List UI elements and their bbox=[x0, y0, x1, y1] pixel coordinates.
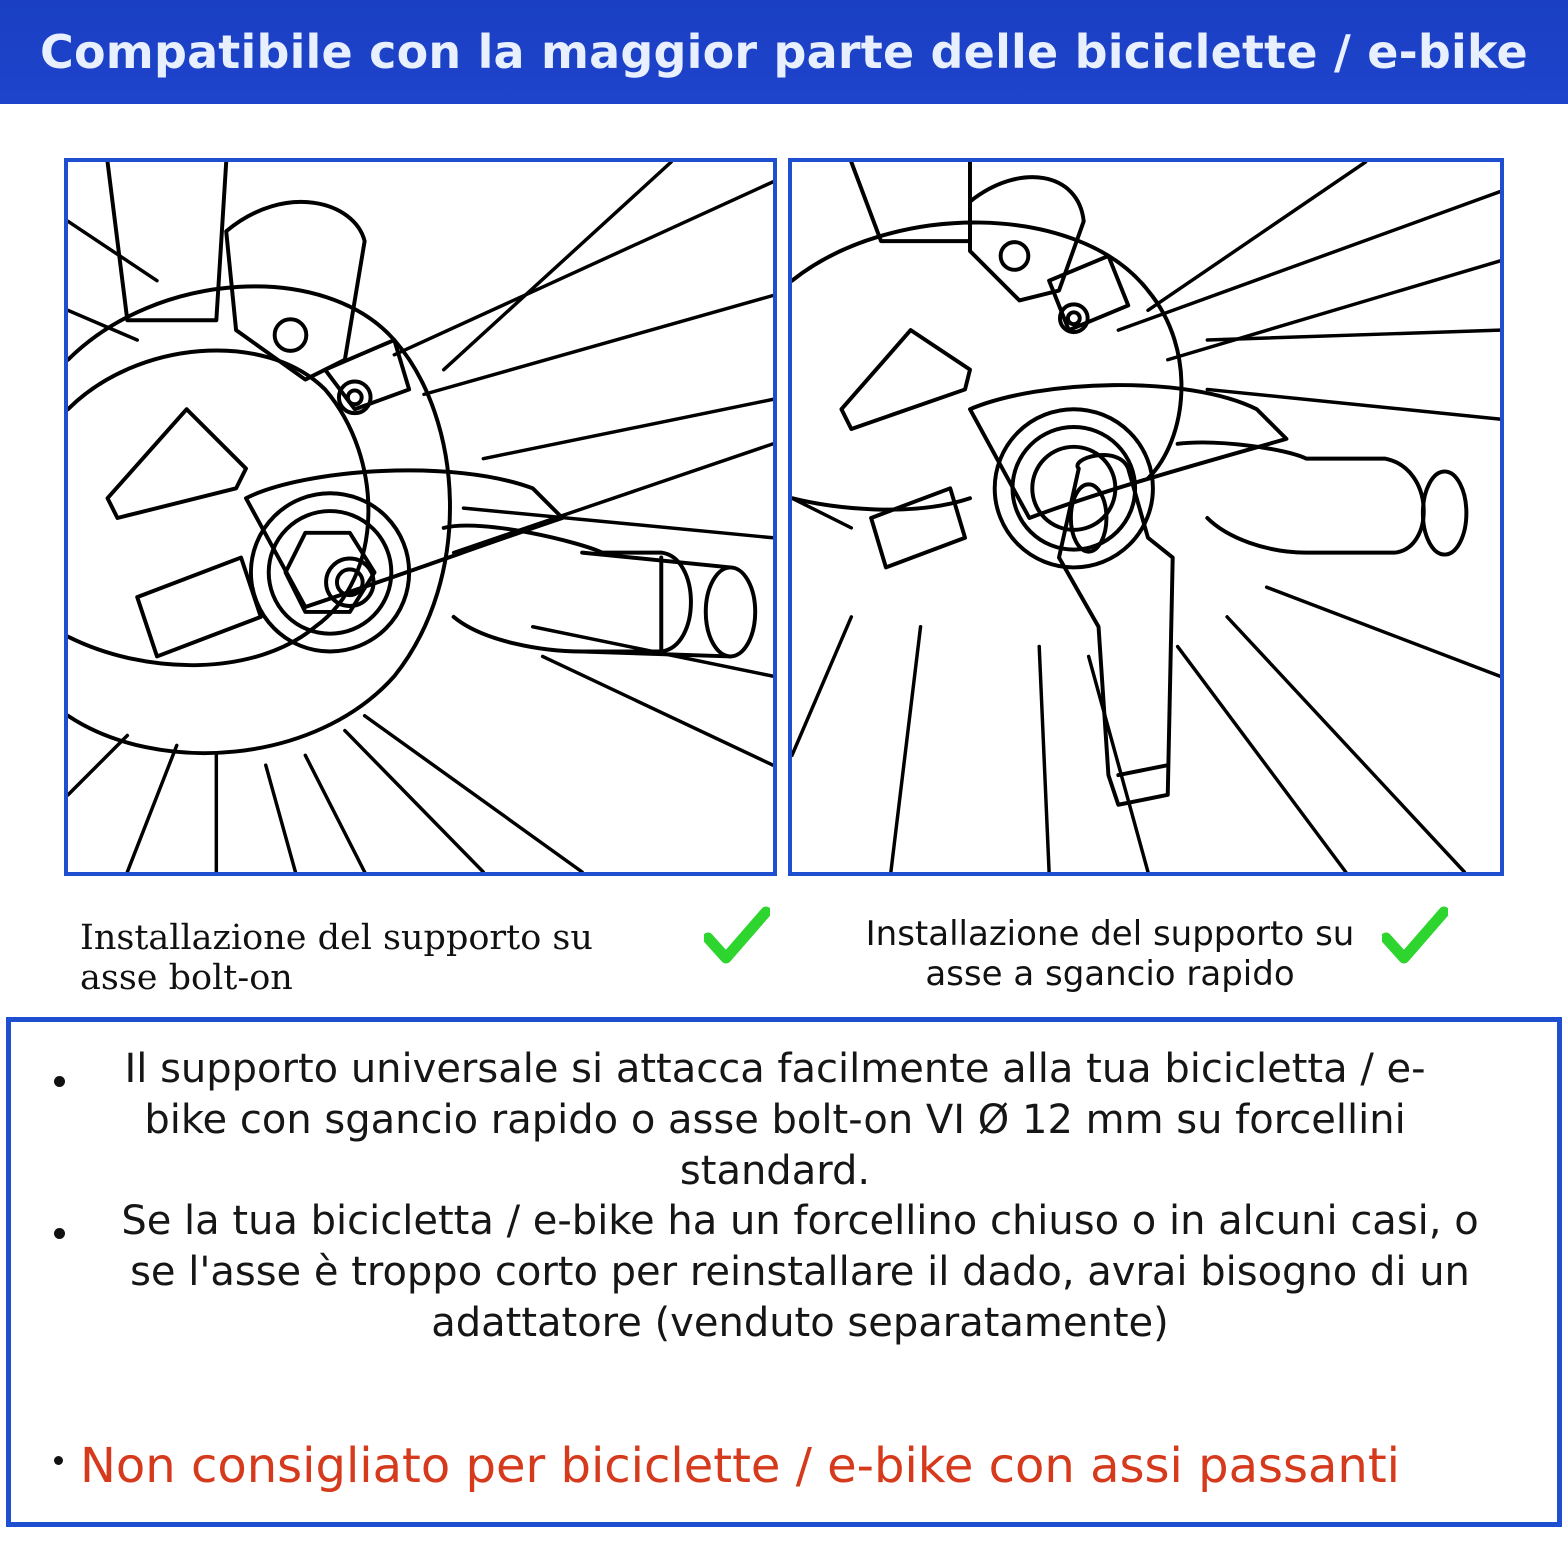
bolt-on-axle-illustration bbox=[64, 158, 777, 876]
bullet-adapter-note: Se la tua bicicletta / e-bike ha un forc… bbox=[121, 1198, 1479, 1346]
bullet-compatibility: Il supporto universale si attacca facilm… bbox=[124, 1046, 1426, 1194]
page-title: Compatibile con la maggior parte delle b… bbox=[40, 25, 1528, 79]
bolt-on-caption: Installazione del supporto su asse bolt-… bbox=[80, 918, 593, 998]
bullet-dot bbox=[54, 1228, 65, 1239]
header-banner: Compatibile con la maggior parte delle b… bbox=[0, 0, 1568, 104]
quick-release-axle-illustration bbox=[788, 158, 1504, 876]
quick-release-caption: Installazione del supporto su asse a sga… bbox=[865, 914, 1355, 994]
check-icon bbox=[1382, 906, 1448, 964]
check-icon bbox=[704, 906, 770, 964]
bullet-dot bbox=[54, 1076, 65, 1087]
warning-thru-axle: Non consigliato per biciclette / e-bike … bbox=[80, 1438, 1400, 1494]
bullet-dot bbox=[54, 1456, 63, 1465]
info-box bbox=[6, 1017, 1562, 1527]
